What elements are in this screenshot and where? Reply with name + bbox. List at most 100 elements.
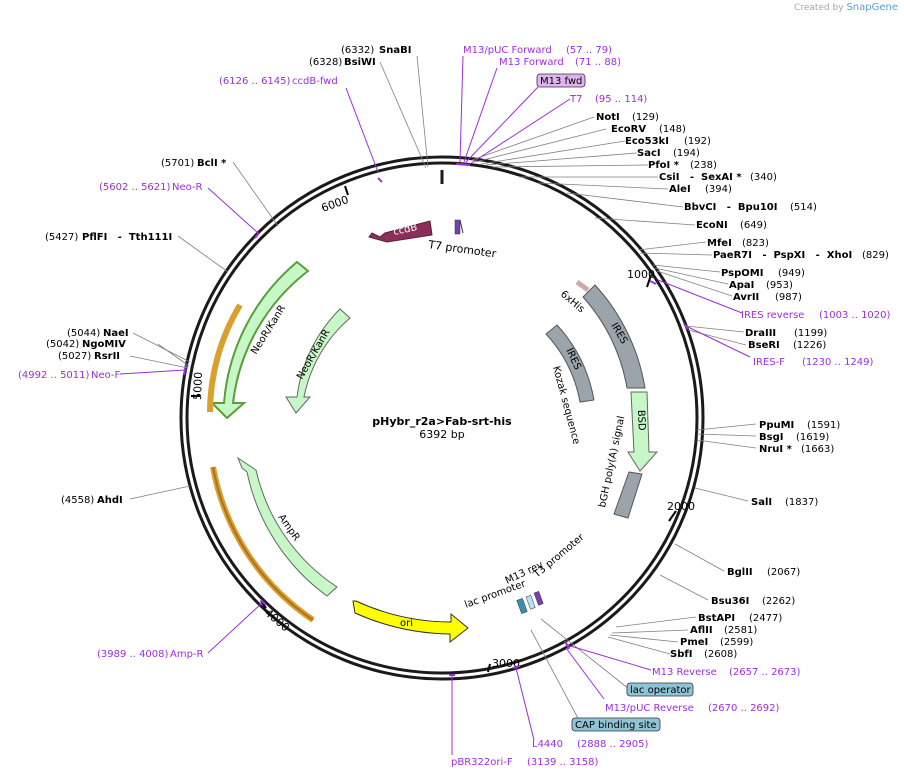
enzyme-aflii[interactable]: AflII(2581) [690,625,757,636]
enzyme-name: AflII [690,625,713,636]
enzyme-pfoi[interactable]: PfoI *(238) [648,160,717,171]
enzyme-bcli[interactable]: (5701)BclI * [161,158,227,169]
enzyme-pos: (5042) [46,339,79,350]
enzyme-draiii[interactable]: DraIII(1199) [745,328,827,339]
leader-lines [129,55,757,725]
primer-m13-puc-forward[interactable]: M13/pUC Forward(57 .. 79) [463,45,612,56]
snapgene-credit: Created by SnapGene [794,2,898,13]
primer-t7[interactable]: T7(95 .. 114) [569,94,647,105]
primer-ires-reverse[interactable]: IRES reverse(1003 .. 1020) [741,310,891,321]
enzyme-pos: (194) [673,148,700,159]
enzyme-pos: (1663) [801,444,834,455]
boxed-cap-binding-site[interactable]: CAP binding site [571,717,661,732]
feature-bsd[interactable]: BSD [627,391,659,472]
feature-label: lac promoter [463,578,528,611]
primer-name: IRES reverse [741,310,804,321]
primer-outline-amp [210,466,315,623]
feature-ori[interactable]: ori [352,600,469,644]
enzyme-sali[interactable]: SalI(1837) [751,497,818,508]
enzyme-bseri[interactable]: BseRI(1226) [748,340,826,351]
enzyme-pos: (6328) [309,57,342,68]
enzyme-bsgi[interactable]: BsgI(1619) [759,432,829,443]
primer-ires-f[interactable]: IRES-F(1230 .. 1249) [753,357,874,368]
enzyme-pos: (148) [659,124,686,135]
primer-l4440[interactable]: L4440(2888 .. 2905) [532,739,649,750]
enzyme-apai[interactable]: ApaI(953) [729,280,793,291]
enzyme-alei[interactable]: AleI(394) [669,184,732,195]
feature-ires-outer[interactable]: IRES [582,284,646,389]
feature-neor-kanr-inner[interactable]: NeoR/KanR [285,308,351,414]
feature-ires-inner[interactable]: IRES Kozak sequence [545,324,595,446]
primer-m13-reverse[interactable]: M13 Reverse(2657 .. 2673) [652,667,801,678]
primer-neo-f[interactable]: (4992 .. 5011)Neo-F [18,370,121,381]
feature-lac-cluster[interactable]: lac promoter M13 rev T3 promoter [463,531,587,614]
enzyme-snabi[interactable]: (6332)SnaBI [341,45,411,56]
enzyme-naei[interactable]: (5044)NaeI [67,328,129,339]
primer-neo-r[interactable]: (5602 .. 5621)Neo-R [99,182,203,193]
enzyme-name: PfoI * [648,160,680,171]
primer-outline-amp-inner [212,466,314,621]
primer-name: M13 Reverse [652,667,717,678]
enzyme-pos: (5701) [161,158,194,169]
enzyme-bsiwi[interactable]: (6328)BsiWI [309,57,376,68]
enzyme-ecorv[interactable]: EcoRV(148) [611,124,686,135]
primer-ccdb-fwd[interactable]: (6126 .. 6145)ccdB-fwd [219,76,338,87]
primer-amp-r[interactable]: (3989 .. 4008)Amp-R [97,649,204,660]
primer-name: M13 Forward [499,57,564,68]
enzyme-pspomi[interactable]: PspOMI(949) [721,268,805,279]
primer-pos: (1230 .. 1249) [802,357,874,368]
feature-label: T3 promoter [531,531,587,581]
enzyme-pos: (5427) [45,232,78,243]
primer-pos: (4992 .. 5011) [18,370,90,381]
feature-ampr[interactable]: AmpR [236,456,338,597]
enzyme-noti[interactable]: NotI(129) [596,112,659,123]
enzyme-labels-left: (6332)SnaBI (6328)BsiWI (5701)BclI * (54… [45,45,411,506]
boxed-lac-operator[interactable]: lac operator [626,682,694,697]
enzyme-eco53ki[interactable]: Eco53kI(192) [625,136,711,147]
enzyme-avrii[interactable]: AvrII(987) [733,292,802,303]
enzyme-bstapi[interactable]: BstAPI(2477) [698,613,782,624]
enzyme-bbvci[interactable]: BbvCI - Bpu10I(514) [684,202,817,213]
enzyme-sbfi[interactable]: SbfI(2608) [670,649,737,660]
plasmid-name: pHybr_r2a>Fab-srt-his [372,415,512,428]
enzyme-pos: (192) [684,136,711,147]
enzyme-paer7i[interactable]: PaeR7I - PspXI - XhoI(829) [713,250,889,261]
enzyme-ngomiv[interactable]: (5042)NgoMIV [46,339,126,350]
enzyme-bglii[interactable]: BglII(2067) [727,567,800,578]
primer-pos: (5602 .. 5621) [99,182,171,193]
enzyme-pos: (2262) [762,596,795,607]
primer-pos: (3139 .. 3158) [527,757,599,768]
enzyme-name: CsiI - SexAI * [659,172,742,183]
feature-ccdB[interactable]: ccdB [368,220,433,243]
tick-label: 5000 [191,372,205,400]
enzyme-name: MfeI [707,238,732,249]
enzyme-name: BglII [727,567,753,578]
feature-t7-promoter[interactable]: T7 promoter [427,219,498,261]
primer-m13-forward[interactable]: M13 Forward(71 .. 88) [499,57,621,68]
feature-6xhis[interactable]: 6xHis [558,279,590,315]
boxed-m13-fwd[interactable]: M13 fwd [536,73,586,88]
enzyme-bsu36i[interactable]: Bsu36I(2262) [711,596,795,607]
enzyme-rsrii[interactable]: (5027)RsrII [58,351,120,362]
primer-name: T7 [569,94,582,105]
primer-labels: (6126 .. 6145)ccdB-fwd (5602 .. 5621)Neo… [18,45,891,768]
boxed-label: lac operator [630,685,691,696]
feature-neor-kanr-outer[interactable]: NeoR/KanR [209,260,310,420]
primer-m13-puc-reverse[interactable]: M13/pUC Reverse(2670 .. 2692) [605,703,780,714]
enzyme-ahdi[interactable]: (4558)AhdI [61,495,123,506]
enzyme-nrui[interactable]: NruI *(1663) [759,444,834,455]
enzyme-pos: (1837) [785,497,818,508]
enzyme-mfei[interactable]: MfeI(823) [707,238,769,249]
primer-pbr322ori-f[interactable]: pBR322ori-F(3139 .. 3158) [451,757,599,768]
enzyme-labels-right: NotI(129) EcoRV(148) Eco53kI(192) SacI(1… [596,112,889,660]
enzyme-econi[interactable]: EcoNI(649) [696,220,767,231]
enzyme-pmei[interactable]: PmeI(2599) [680,637,753,648]
enzyme-csii[interactable]: CsiI - SexAI *(340) [659,172,777,183]
enzyme-pos: (2608) [704,649,737,660]
enzyme-pflfi[interactable]: (5427)PflFI - Tth111I [45,232,172,243]
enzyme-name: NaeI [103,328,129,339]
enzyme-ppumi[interactable]: PpuMI(1591) [759,420,840,431]
tick-label: 3000 [492,657,520,670]
enzyme-saci[interactable]: SacI(194) [637,148,700,159]
primer-pos: (3989 .. 4008) [97,649,169,660]
